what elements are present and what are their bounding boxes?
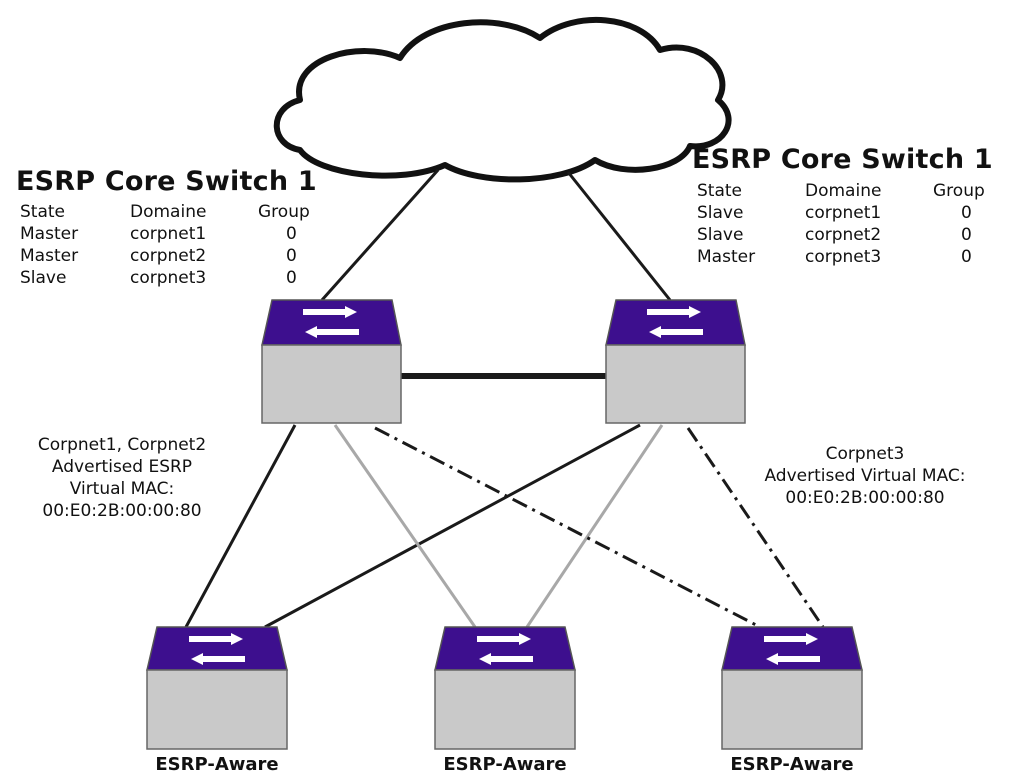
table-header-row: State Domaine Group	[20, 201, 310, 223]
core-switch-2-state-table: State Domaine Group Slave corpnet1 0 Sla…	[697, 180, 985, 268]
cell-group: 0	[286, 268, 297, 288]
link-core1-access2	[333, 424, 477, 628]
access-switch-3	[721, 626, 863, 750]
annotation-line: Advertised ESRP	[51, 457, 193, 477]
link-cloud-core-right	[566, 171, 672, 301]
table-row: Slave corpnet3 0	[20, 267, 310, 289]
core-switch-1-state-table: State Domaine Group Master corpnet1 0 Ma…	[20, 201, 310, 289]
annotation-line: Virtual MAC:	[69, 479, 175, 499]
cell-state: Master	[20, 246, 79, 266]
link-core2-access3-dashed	[686, 427, 825, 628]
table-row: Master corpnet1 0	[20, 223, 310, 245]
annotation-line: Advertised Virtual MAC:	[764, 466, 966, 486]
access-switch-1	[146, 626, 288, 750]
table-row: Master corpnet2 0	[20, 245, 310, 267]
annotation-line: Corpnet1, Corpnet2	[37, 435, 207, 455]
table-header-row: State Domaine Group	[697, 180, 985, 202]
column-header-group: Group	[933, 181, 985, 201]
table-row: Slave corpnet1 0	[697, 202, 985, 224]
cell-domain: corpnet2	[805, 225, 882, 245]
table-row: Master corpnet3 0	[697, 246, 985, 268]
column-header-state: State	[20, 202, 65, 222]
virtual-mac-annotation-right: Corpnet3 Advertised Virtual MAC: 00:E0:2…	[734, 443, 996, 509]
cell-group: 0	[961, 203, 972, 223]
annotation-line: 00:E0:2B:00:00:80	[785, 488, 945, 508]
cell-state: Slave	[697, 203, 744, 223]
link-core2-access2	[525, 424, 664, 628]
virtual-mac-annotation-left: Corpnet1, Corpnet2 Advertised ESRP Virtu…	[8, 434, 236, 522]
access-switch-3-label: ESRP-Aware	[730, 754, 854, 775]
link-core1-access3-dashed	[374, 426, 761, 629]
core-switch-2	[605, 299, 746, 424]
cell-group: 0	[961, 247, 972, 267]
network-cloud	[273, 17, 732, 183]
cell-state: Slave	[697, 225, 744, 245]
cell-group: 0	[286, 246, 297, 266]
cell-domain: corpnet1	[805, 203, 882, 223]
cell-group: 0	[286, 224, 297, 244]
access-switch-2-label: ESRP-Aware	[443, 754, 567, 775]
column-header-state: State	[697, 181, 742, 201]
access-switch-1-label: ESRP-Aware	[155, 754, 279, 775]
cell-domain: corpnet1	[130, 224, 207, 244]
core-switch-2-title: ESRP Core Switch 1	[692, 144, 993, 175]
cell-group: 0	[961, 225, 972, 245]
column-header-group: Group	[258, 202, 310, 222]
annotation-line: Corpnet3	[825, 444, 905, 464]
column-header-domaine: Domaine	[130, 202, 207, 222]
cell-state: Master	[697, 247, 756, 267]
cell-domain: corpnet3	[130, 268, 207, 288]
cell-state: Slave	[20, 268, 67, 288]
link-core2-access1	[264, 423, 641, 629]
table-row: Slave corpnet2 0	[697, 224, 985, 246]
core-switch-1	[261, 299, 402, 424]
core-switch-1-title: ESRP Core Switch 1	[16, 166, 317, 197]
access-switch-2	[434, 626, 576, 750]
annotation-line: 00:E0:2B:00:00:80	[42, 501, 202, 521]
link-core1-access1	[184, 424, 297, 628]
link-cloud-core-left	[320, 169, 440, 301]
cell-domain: corpnet2	[130, 246, 207, 266]
cell-domain: corpnet3	[805, 247, 882, 267]
column-header-domaine: Domaine	[805, 181, 882, 201]
cell-state: Master	[20, 224, 79, 244]
